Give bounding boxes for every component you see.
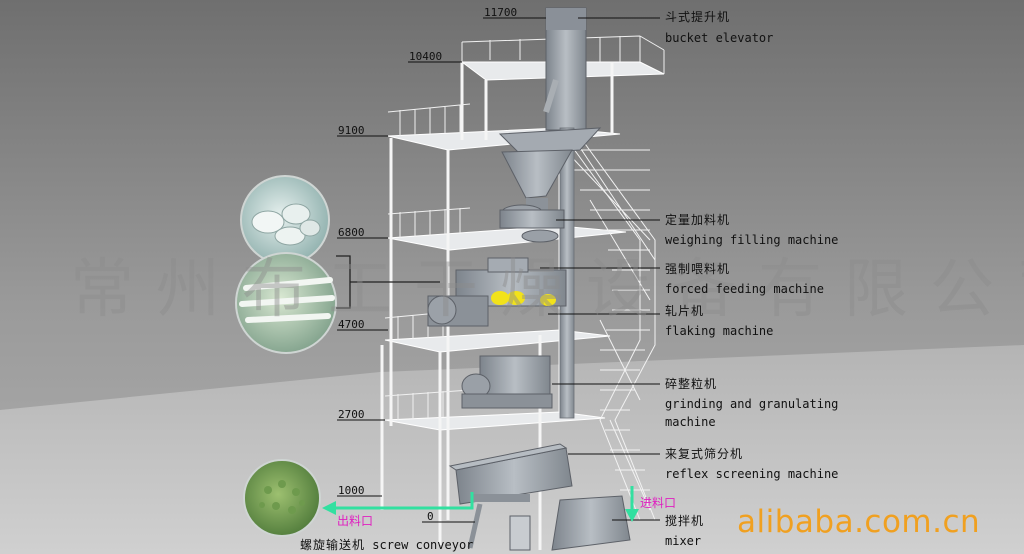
inlet-label: 进料口: [640, 494, 676, 511]
component-label-en: bucket elevator: [665, 31, 773, 45]
component-label-cn: 定量加料机: [665, 213, 730, 227]
level-label: 4700: [338, 318, 365, 331]
level-label: 6800: [338, 226, 365, 239]
level-label: 11700: [484, 6, 517, 19]
component-label-cn: 斗式提升机: [665, 10, 730, 24]
level-label: 9100: [338, 124, 365, 137]
component-label-en: flaking machine: [665, 324, 773, 338]
screw-conveyor-label: 螺旋输送机 screw conveyor: [300, 538, 473, 552]
level-label: 1000: [338, 484, 365, 497]
component-label-cn: 轧片机: [665, 304, 704, 318]
company-watermark: 常州布工干燥设备有限公司: [70, 238, 1024, 330]
component-label-en: weighing filling machine: [665, 233, 838, 247]
brand-logo: alibaba.com.cn: [737, 504, 980, 540]
component-label-cn: 碎整粒机: [665, 377, 717, 391]
level-label: 2700: [338, 408, 365, 421]
component-label-cn: 来复式筛分机: [665, 447, 743, 461]
component-label-en: grinding and granulating: [665, 397, 838, 411]
component-label-cn: 强制喂料机: [665, 262, 730, 276]
component-label-en: forced feeding machine: [665, 282, 824, 296]
screw-conveyor-label-cn: 螺旋输送机: [300, 538, 365, 552]
component-label-en: mixer: [665, 534, 701, 548]
outlet-label: 出料口: [337, 512, 373, 529]
level-label: 0: [427, 510, 434, 523]
level-label: 10400: [409, 50, 442, 63]
component-label-en: reflex screening machine: [665, 467, 838, 481]
screw-conveyor-label-en: screw conveyor: [372, 538, 473, 552]
component-label-en: machine: [665, 415, 716, 429]
component-label-cn: 搅拌机: [665, 514, 704, 528]
